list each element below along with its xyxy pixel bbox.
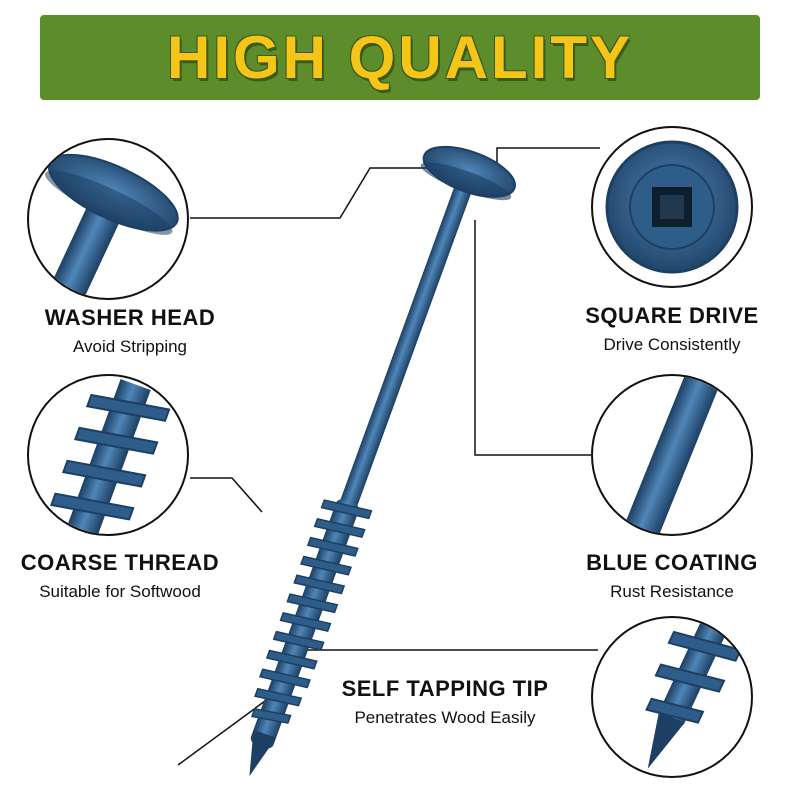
washer-head-connector	[190, 167, 430, 219]
washer-head-icon	[27, 138, 189, 300]
banner-title: HIGH QUALITY	[167, 24, 633, 91]
feature-title: SELF TAPPING TIP	[341, 676, 549, 701]
blue-coating-connector	[474, 220, 595, 456]
feature-subtitle: Avoid Stripping	[72, 337, 188, 356]
feature-subtitle: Penetrates Wood Easily	[354, 708, 536, 727]
coarse-thread-connector	[190, 477, 263, 513]
square-drive-connector	[496, 147, 600, 175]
screw-image	[249, 145, 516, 777]
feature-square-drive: SQUARE DRIVE Drive Consistently	[562, 303, 782, 355]
self-tapping-tip-icon	[591, 616, 753, 778]
feature-subtitle: Suitable for Softwood	[39, 582, 201, 601]
feature-title: WASHER HEAD	[44, 305, 216, 330]
feature-subtitle: Drive Consistently	[603, 335, 741, 354]
feature-coarse-thread: COARSE THREAD Suitable for Softwood	[5, 550, 235, 602]
callout-lines	[177, 147, 600, 766]
coarse-thread-icon	[27, 374, 189, 536]
feature-title: COARSE THREAD	[20, 550, 220, 575]
feature-self-tapping-tip: SELF TAPPING TIP Penetrates Wood Easily	[325, 676, 565, 728]
feature-title: SQUARE DRIVE	[585, 303, 759, 328]
feature-title: BLUE COATING	[586, 550, 758, 575]
blue-coating-icon	[591, 374, 753, 536]
feature-subtitle: Rust Resistance	[610, 582, 734, 601]
banner: HIGH QUALITY	[40, 15, 760, 100]
feature-blue-coating: BLUE COATING Rust Resistance	[562, 550, 782, 602]
feature-washer-head: WASHER HEAD Avoid Stripping	[20, 305, 240, 357]
square-drive-icon	[591, 126, 753, 288]
